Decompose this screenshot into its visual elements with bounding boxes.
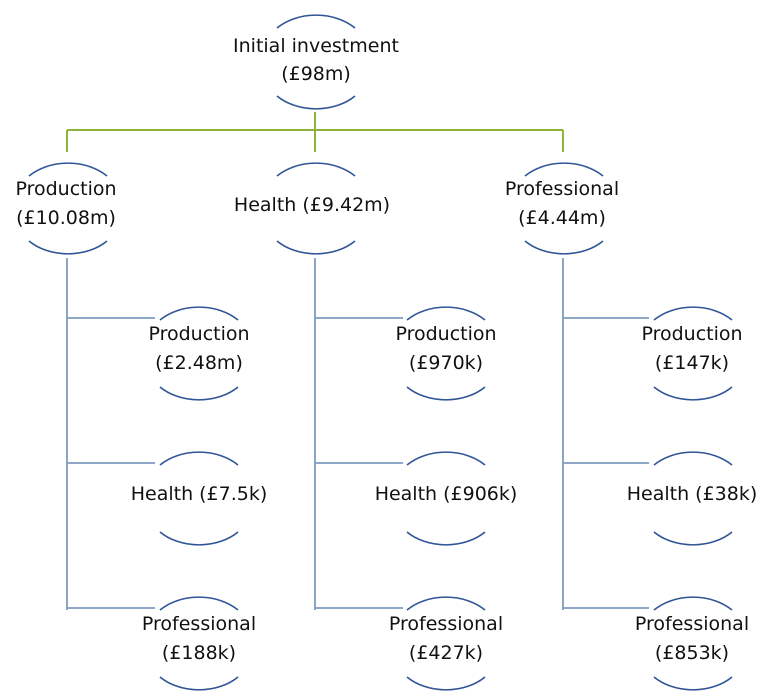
root-connector [66, 112, 564, 152]
leaf-node-label-line1: Production [395, 323, 496, 345]
root-node-label-line2: (£98m) [281, 63, 351, 85]
leaf-node-label-line2: (£853k) [655, 642, 729, 664]
leaf-node-production-health: Health (£7.5k) [131, 451, 268, 546]
branch-3-connector [562, 258, 649, 610]
branch-node-production: Production (£10.08m) [15, 162, 117, 255]
leaf-node-label-line1: Health (£38k) [627, 483, 758, 505]
leaf-node-label-line1: Production [148, 323, 249, 345]
branch-node-label-line2: (£4.44m) [518, 207, 606, 229]
leaf-node-health-production: Production (£970k) [395, 306, 497, 401]
leaf-node-professional-production: Production (£147k) [641, 306, 743, 401]
leaf-node-production-professional: Professional (£188k) [142, 596, 256, 691]
leaf-node-health-professional: Professional (£427k) [389, 596, 503, 691]
leaf-node-health-health: Health (£906k) [375, 451, 518, 546]
root-node-top-arc [276, 14, 356, 29]
branch-node-health: Health (£9.42m) [234, 162, 390, 255]
leaf-node-label-line2: (£427k) [409, 642, 483, 664]
root-node-bottom-arc [276, 95, 356, 110]
leaf-node-label-line1: Professional [389, 613, 503, 635]
leaf-node-production-production: Production (£2.48m) [148, 306, 250, 401]
root-node: Initial investment (£98m) [233, 14, 399, 110]
leaf-node-label-line1: Professional [142, 613, 256, 635]
leaf-node-professional-health: Health (£38k) [627, 451, 758, 546]
branch-node-professional: Professional (£4.44m) [505, 162, 619, 255]
branch-node-label-line1: Health (£9.42m) [234, 194, 390, 216]
leaf-node-label-line1: Professional [635, 613, 749, 635]
leaf-node-label-line1: Health (£7.5k) [131, 483, 268, 505]
branch-2-connector [314, 258, 403, 610]
branch-node-label-line2: (£10.08m) [16, 207, 116, 229]
branch-node-label-line1: Production [15, 178, 116, 200]
leaf-node-label-line1: Health (£906k) [375, 483, 518, 505]
leaf-node-professional-professional: Professional (£853k) [635, 596, 749, 691]
leaf-node-label-line2: (£188k) [162, 642, 236, 664]
leaf-node-label-line1: Production [641, 323, 742, 345]
branch-1-connector [66, 258, 155, 610]
branch-node-label-line1: Professional [505, 178, 619, 200]
leaf-node-label-line2: (£970k) [409, 352, 483, 374]
leaf-node-label-line2: (£2.48m) [155, 352, 243, 374]
root-node-label-line1: Initial investment [233, 35, 399, 57]
leaf-node-label-line2: (£147k) [655, 352, 729, 374]
branch-connectors [66, 258, 649, 610]
